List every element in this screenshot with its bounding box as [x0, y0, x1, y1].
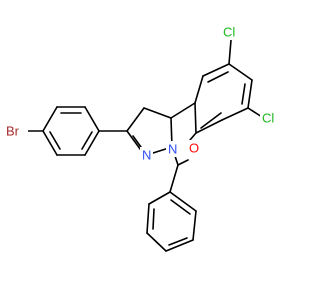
atom-label-n2: N [168, 142, 177, 157]
atom-label-cl-top: Cl [223, 25, 235, 40]
atom-label-n1: N [142, 148, 151, 163]
bromine-atom: Br [4, 123, 28, 139]
bond [84, 106, 100, 132]
bond [146, 203, 150, 234]
bond [165, 239, 194, 252]
bond [189, 132, 197, 141]
bond [194, 102, 197, 134]
bond [146, 232, 167, 252]
bond [169, 164, 179, 193]
bond [169, 191, 197, 212]
bond [200, 112, 222, 129]
bond [177, 159, 189, 166]
chlorine-atom-top: Cl [221, 24, 239, 40]
oxygen-atom: O [187, 140, 201, 156]
bond [126, 107, 145, 132]
bond [152, 208, 155, 230]
atom-label-br: Br [6, 124, 20, 139]
atom-label-o: O [189, 141, 199, 156]
bond [148, 191, 171, 205]
bond [84, 130, 100, 156]
bond [207, 71, 229, 83]
bond [202, 63, 230, 77]
bond [247, 107, 263, 118]
nitrogen-atom-2: N [166, 141, 179, 157]
bond [221, 107, 249, 121]
bond [42, 106, 58, 132]
bond [170, 102, 196, 119]
bond [168, 237, 188, 246]
atom-label-cl-right: Cl [262, 111, 274, 126]
bond [247, 79, 253, 109]
bond [228, 39, 232, 65]
bond [170, 199, 191, 215]
bond [143, 107, 172, 119]
bond [42, 130, 58, 156]
bond [194, 75, 204, 104]
bond [49, 131, 61, 150]
bond [241, 83, 246, 105]
nitrogen-atom-1: N [140, 147, 153, 163]
atom-labels: Br N N O Cl Cl [4, 24, 278, 163]
bond [81, 131, 93, 150]
bond [228, 63, 253, 81]
chlorine-atom-right: Cl [260, 110, 278, 126]
bond-lines [27, 39, 263, 252]
molecule-structure-diagram: Br N N O Cl Cl [4, 24, 278, 252]
bond [195, 119, 223, 134]
bond [192, 210, 197, 241]
